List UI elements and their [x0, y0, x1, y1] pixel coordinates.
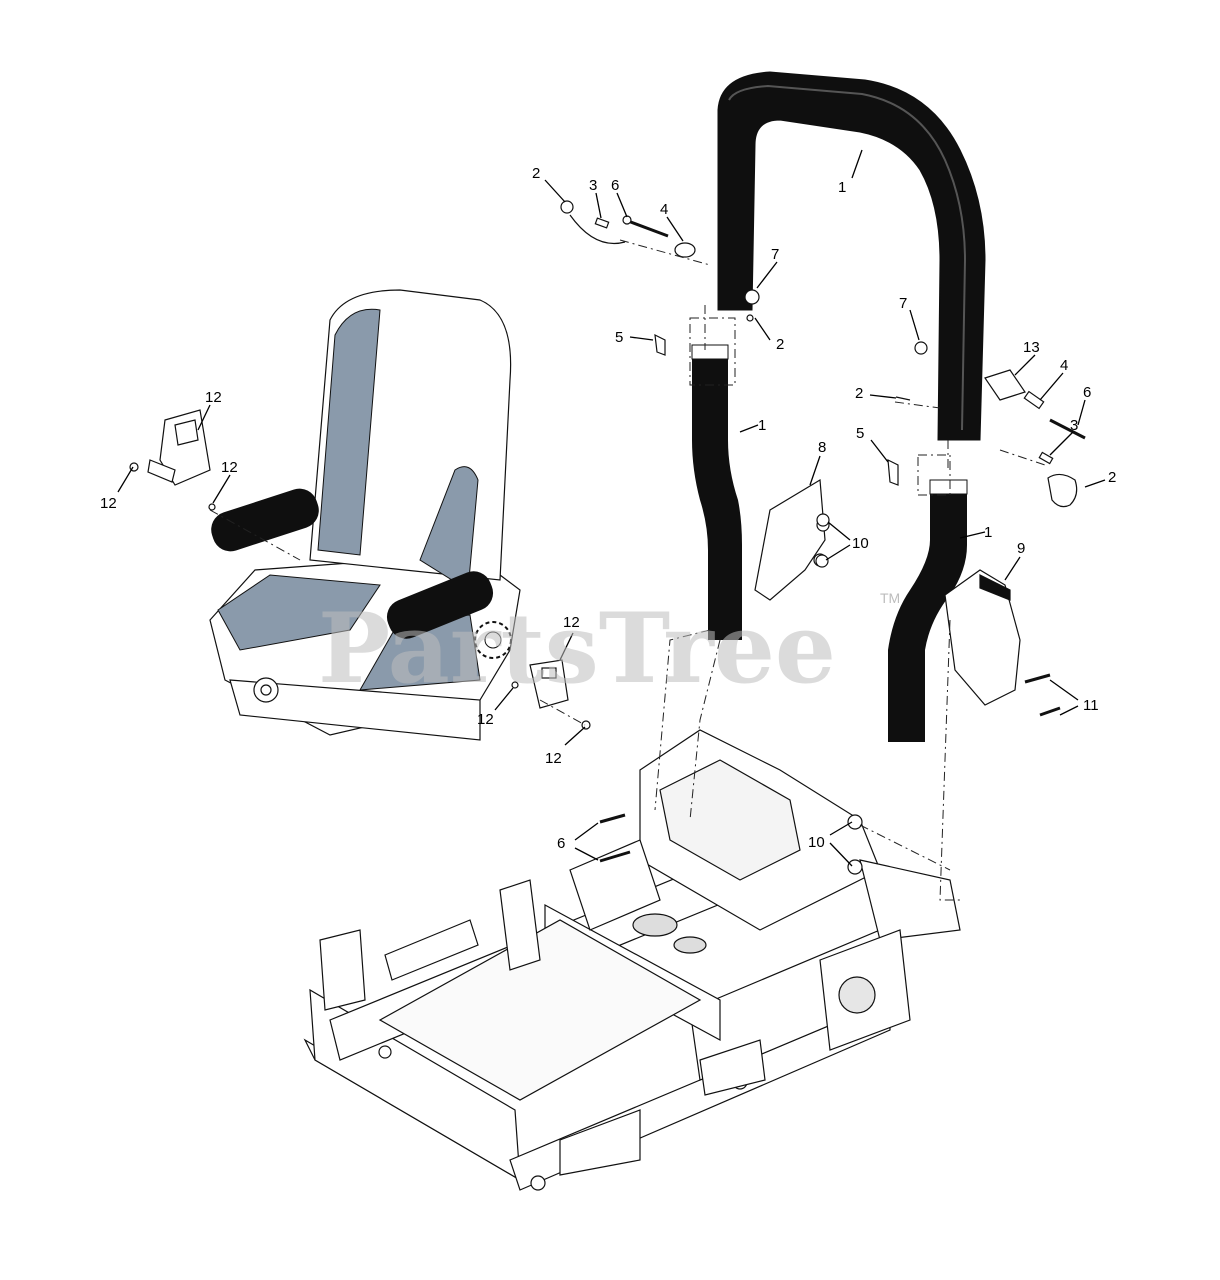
callout-12-screw: 12 [221, 459, 238, 476]
callout-9: 9 [1017, 540, 1025, 557]
callout-10-upper: 10 [852, 535, 869, 552]
seat-belt-retractor [129, 409, 211, 486]
right-pivot-bracket [944, 569, 1021, 706]
callout-12-retractor: 12 [205, 389, 222, 406]
callout-12-buckle: 12 [563, 614, 580, 631]
callout-2-upper-left: 2 [532, 165, 540, 182]
hardware-parts [208, 200, 1086, 875]
callout-6-lower: 6 [557, 835, 565, 852]
callout-2-right: 2 [855, 385, 863, 402]
seat-assembly [209, 289, 521, 741]
roll-bar-lower-right [888, 479, 968, 742]
watermark-text: PartsTree [318, 592, 836, 705]
callout-11: 11 [1083, 697, 1099, 714]
callout-12-bolt: 12 [545, 750, 562, 767]
roll-bar-lower-left [691, 344, 742, 640]
callout-7-right: 7 [899, 295, 907, 312]
callout-5-left: 5 [615, 329, 623, 346]
callout-13: 13 [1023, 339, 1040, 356]
chassis-frame [303, 729, 961, 1191]
callout-3-right: 3 [1070, 417, 1078, 434]
callout-12-left-bolt: 12 [100, 495, 117, 512]
callout-leaders [117, 149, 1106, 867]
callout-5-right: 5 [856, 425, 864, 442]
callout-6-upper: 6 [611, 177, 619, 194]
seat-belt-buckle [529, 659, 591, 730]
callout-labels: 1 1 1 2 2 2 2 3 3 4 4 5 5 6 6 6 7 7 8 9 … [100, 165, 1116, 852]
callout-3-left: 3 [589, 177, 597, 194]
callout-4-right: 4 [1060, 357, 1068, 374]
callout-6-right: 6 [1083, 384, 1091, 401]
callout-7-left: 7 [771, 246, 779, 263]
assembly-guide-lines [209, 239, 1046, 901]
callout-10-lower: 10 [808, 834, 825, 851]
watermark: PartsTree TM [318, 590, 900, 705]
watermark-trademark: TM [880, 590, 900, 606]
callout-1-right: 1 [984, 524, 992, 541]
callout-12-washer: 12 [477, 711, 494, 728]
callout-4-left: 4 [660, 201, 668, 218]
callout-1-left: 1 [758, 417, 766, 434]
callout-2-center: 2 [776, 336, 784, 353]
callout-2-far-right: 2 [1108, 469, 1116, 486]
callout-8: 8 [818, 439, 826, 456]
left-pivot-bracket [754, 478, 830, 601]
callout-1-upper: 1 [838, 179, 846, 196]
roll-bar-upper [717, 71, 986, 441]
